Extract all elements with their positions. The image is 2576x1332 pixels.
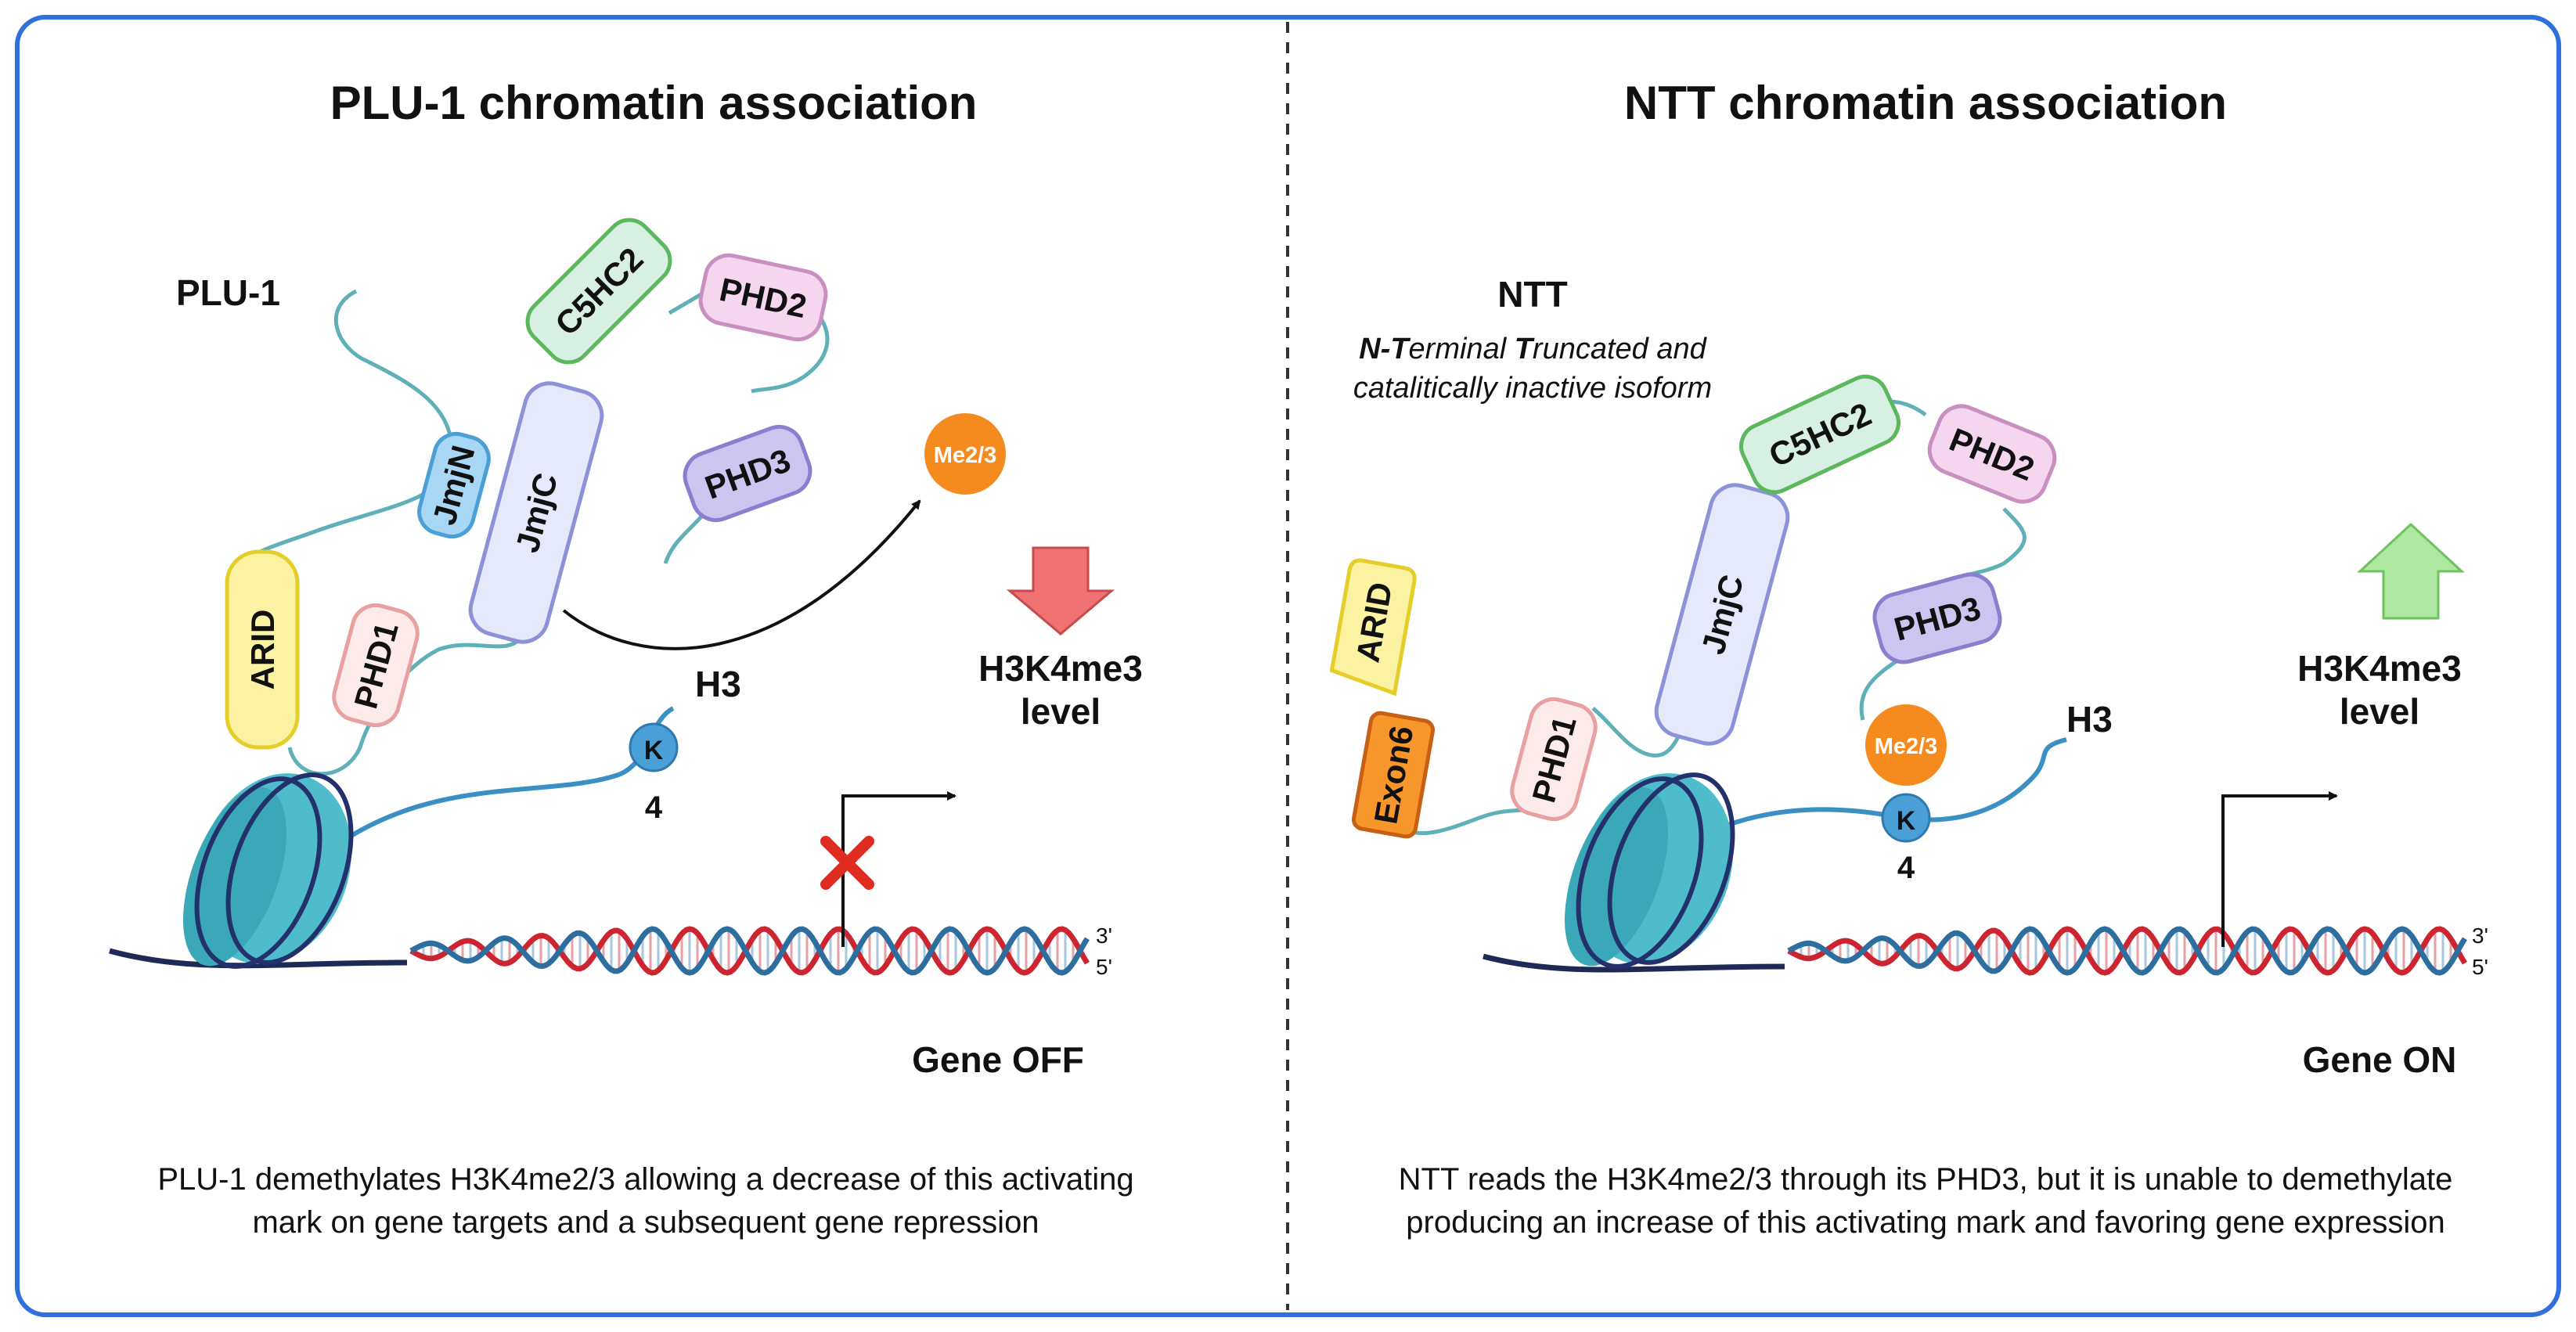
right-nucleosome	[1483, 772, 1785, 973]
svg-text:level: level	[1021, 691, 1101, 732]
right-dna	[1787, 926, 2467, 976]
left-methyl-mark	[924, 413, 1006, 495]
svg-text:5': 5'	[1096, 955, 1112, 979]
left-h3-label: H3	[695, 664, 741, 704]
gene-on-label: Gene ON	[2303, 1039, 2457, 1080]
svg-text:ARID: ARID	[244, 610, 281, 690]
left-caption-2: mark on gene targets and a subsequent ge…	[252, 1205, 1039, 1240]
left-dna	[409, 926, 1090, 976]
outer-frame	[15, 15, 2561, 1317]
left-histone-tail	[335, 706, 675, 848]
gene-off-label: Gene OFF	[912, 1039, 1084, 1080]
right-histone-tail	[1705, 737, 2067, 836]
svg-text:H3K4me3: H3K4me3	[2297, 648, 2462, 689]
ntt-phd2-domain: PHD2	[1927, 404, 2057, 504]
svg-text:K: K	[1897, 806, 1916, 836]
right-methyl-mark	[1865, 704, 1947, 786]
plu1-label: PLU-1	[176, 272, 280, 313]
svg-text:4: 4	[1897, 851, 1915, 885]
jmjn-domain: JmjN	[417, 431, 491, 539]
left-lysine	[629, 722, 679, 772]
right-h3-label: H3	[2066, 699, 2113, 740]
ntt-arid-domain: ARID	[1329, 558, 1417, 697]
demethylation-arrow	[562, 499, 921, 650]
svg-text:5': 5'	[2472, 955, 2488, 979]
c5hc2-domain: C5HC2	[525, 218, 672, 365]
phd3-domain: PHD3	[683, 424, 812, 523]
ntt-subtitle-1: N-Terminal Truncated and	[1359, 333, 1707, 365]
right-caption-1: NTT reads the H3K4me2/3 through its PHD3…	[1399, 1162, 2453, 1197]
svg-text:Me2/3: Me2/3	[1875, 734, 1938, 759]
right-panel-title: NTT chromatin association	[1624, 77, 2227, 129]
left-caption-1: PLU-1 demethylates H3K4me2/3 allowing a …	[157, 1162, 1133, 1197]
dna-strand-blue	[409, 926, 1090, 976]
jmjc-domain: JmjC	[468, 381, 604, 644]
svg-text:3': 3'	[2472, 923, 2488, 948]
left-tss-arrow	[841, 791, 957, 947]
right-lysine	[1881, 793, 1931, 843]
dna-strand-blue	[1787, 926, 2467, 976]
arid-domain: ARID	[225, 549, 300, 750]
dna-strand-red	[409, 926, 1090, 976]
left-nucleosome	[109, 772, 408, 969]
svg-text:4: 4	[645, 790, 663, 825]
left-panel: PLU-1 chromatin association PLU-1 ARID P…	[109, 77, 1143, 1240]
ntt-phd3-domain: PHD3	[1872, 572, 2002, 664]
svg-text:level: level	[2340, 691, 2419, 732]
ntt-jmjc-domain: JmjC	[1654, 483, 1790, 746]
ntt-subtitle-2: catalitically inactive isoform	[1353, 372, 1712, 405]
h3k4me3-up-arrow	[2357, 522, 2465, 620]
svg-text:H3K4me3: H3K4me3	[978, 648, 1143, 689]
right-caption-2: producing an increase of this activating…	[1406, 1205, 2444, 1240]
svg-text:Me2/3: Me2/3	[934, 443, 997, 468]
ntt-phd1-domain: PHD1	[1510, 697, 1598, 822]
svg-text:3': 3'	[1096, 923, 1112, 948]
ntt-exon6-domain: Exon6	[1351, 711, 1436, 839]
ntt-c5hc2-domain: C5HC2	[1739, 374, 1900, 495]
dna-strand-red	[1787, 926, 2467, 976]
right-tss-arrow	[2221, 791, 2338, 947]
left-panel-title: PLU-1 chromatin association	[330, 77, 978, 129]
transcription-block-x	[820, 836, 874, 890]
ntt-label: NTT	[1497, 274, 1567, 315]
svg-text:K: K	[644, 736, 664, 765]
phd2-domain: PHD2	[698, 253, 828, 342]
h3k4me3-down-arrow	[1006, 546, 1115, 635]
phd1-domain: PHD1	[332, 603, 420, 728]
right-panel: NTT chromatin association NTT N-Terminal…	[1329, 77, 2488, 1240]
